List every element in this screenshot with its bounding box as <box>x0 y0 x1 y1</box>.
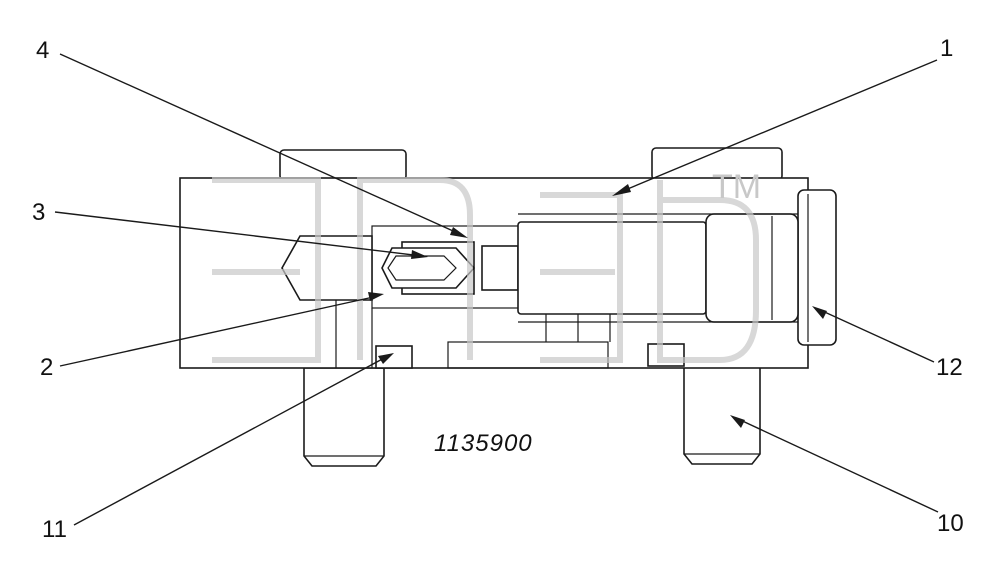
callout-3: 3 <box>32 199 45 226</box>
leader-4 <box>59 53 468 238</box>
leader-12 <box>812 306 935 363</box>
leader-2 <box>59 292 384 367</box>
leader-1 <box>612 59 938 196</box>
callout-4: 4 <box>36 37 49 64</box>
callout-1: 1 <box>940 35 953 62</box>
watermark: TM <box>212 168 761 363</box>
lower-bolt-right <box>683 364 761 465</box>
callout-2: 2 <box>40 354 53 381</box>
callout-10: 10 <box>937 510 964 537</box>
poppet-seat <box>381 241 476 295</box>
end-cap <box>797 189 837 346</box>
callout-11: 11 <box>42 516 67 543</box>
upper-tab-left <box>279 149 407 181</box>
lower-bolt-left <box>303 367 385 467</box>
callout-12: 12 <box>936 354 963 381</box>
leader-10 <box>730 415 939 513</box>
trademark-mark: TM <box>712 168 761 206</box>
leader-11 <box>73 353 394 526</box>
pocket-left <box>375 345 413 369</box>
spool <box>481 213 799 323</box>
drawing-number: 1135900 <box>434 430 533 457</box>
leader-3 <box>54 211 428 259</box>
